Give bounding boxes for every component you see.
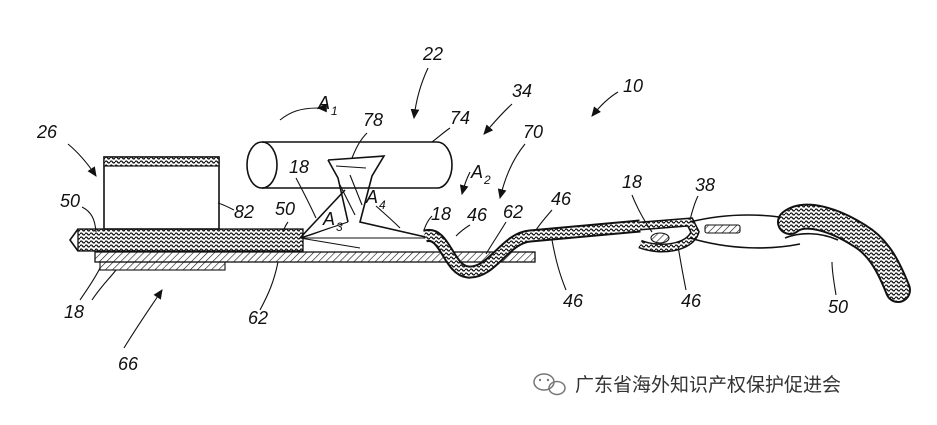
box-26-top <box>103 156 220 167</box>
svg-text:A: A <box>322 209 335 229</box>
lower-layer-18 <box>99 261 226 271</box>
arrow-label-a1: A 1 <box>317 93 338 118</box>
label-50-right: 50 <box>828 297 848 317</box>
label-18-top: 18 <box>289 157 309 177</box>
watermark: 广东省海外知识产权保护促进会 <box>533 373 841 396</box>
label-62-bottom: 62 <box>248 308 268 328</box>
label-18-mid: 18 <box>431 204 451 224</box>
arrow-label-a3: A 3 <box>322 209 343 234</box>
arrow-label-a2: A 2 <box>470 162 491 187</box>
label-82: 82 <box>234 202 254 222</box>
label-78: 78 <box>363 110 383 130</box>
svg-text:A: A <box>365 187 378 207</box>
arrow-label-a4: A 4 <box>365 187 386 212</box>
leader-lines <box>67 67 837 349</box>
label-50-mid: 50 <box>275 199 295 219</box>
watermark-text: 广东省海外知识产权保护促进会 <box>575 374 841 396</box>
slot-38 <box>704 224 741 234</box>
label-50-left: 50 <box>60 191 80 211</box>
bead-18 <box>650 232 670 244</box>
wechat-icon <box>533 373 566 396</box>
label-46-c: 46 <box>563 291 584 311</box>
fabric-strip-left <box>77 228 304 252</box>
svg-text:2: 2 <box>483 173 491 187</box>
label-62-top: 62 <box>503 202 523 222</box>
box-26 <box>103 156 220 230</box>
label-22: 22 <box>422 44 443 64</box>
label-46-d: 46 <box>681 291 702 311</box>
label-66: 66 <box>118 354 139 374</box>
svg-text:1: 1 <box>331 104 338 118</box>
svg-text:3: 3 <box>336 220 343 234</box>
funnel-78 <box>299 155 431 249</box>
label-34: 34 <box>512 81 532 101</box>
label-18-bottom: 18 <box>64 302 84 322</box>
svg-text:4: 4 <box>379 198 386 212</box>
label-74: 74 <box>450 108 470 128</box>
svg-text:A: A <box>470 162 483 182</box>
fabric-left-arrow-end <box>69 228 79 252</box>
plate-62 <box>94 251 536 263</box>
label-18-right: 18 <box>622 172 642 192</box>
svg-text:A: A <box>317 93 330 113</box>
label-46-a: 46 <box>467 205 488 225</box>
label-38: 38 <box>695 175 715 195</box>
cylinder-74 <box>246 141 453 189</box>
label-26: 26 <box>36 122 58 142</box>
label-10: 10 <box>623 76 643 96</box>
label-46-b: 46 <box>551 189 572 209</box>
label-70: 70 <box>523 122 543 142</box>
